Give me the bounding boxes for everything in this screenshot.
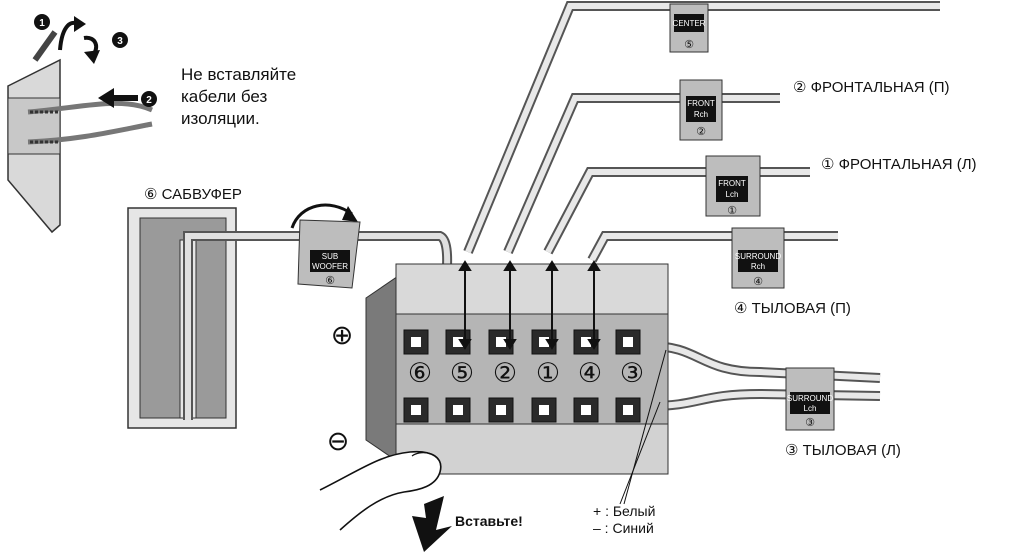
terminal-slots xyxy=(403,329,641,423)
svg-text:CENTER: CENTER xyxy=(673,19,706,28)
legend-minus: – : Синий xyxy=(593,520,654,536)
terminal-hole xyxy=(411,337,421,347)
terminal-label: ⑥ xyxy=(408,358,432,389)
cable-tag-subwoofer: SUB WOOFER ⑥ xyxy=(297,219,361,289)
cable-tag-front-left: FRONT Lch ① xyxy=(705,155,761,217)
cable-tag-front-right: FRONT Rch ② xyxy=(679,79,723,141)
insert-label: Вставьте! xyxy=(455,513,523,529)
svg-text:FRONT: FRONT xyxy=(718,179,746,188)
step-badge xyxy=(141,91,157,107)
terminal-label: ⑤ xyxy=(450,358,474,389)
wire-color-legend: + : Белый – : Синий xyxy=(593,503,655,537)
plus-polarity-symbol: ⊕ xyxy=(331,320,354,351)
cable-tag-surround-right: SURROUND Rch ④ xyxy=(731,227,785,289)
step-badge xyxy=(112,32,128,48)
terminal-hole xyxy=(496,337,506,347)
minus-polarity-symbol: ⊖ xyxy=(327,426,350,457)
svg-text:1: 1 xyxy=(39,18,45,29)
terminal-hole xyxy=(453,337,463,347)
rotate-arrow-icon xyxy=(290,203,353,229)
svg-text:①: ① xyxy=(727,204,737,217)
label-surround-right: ④ ТЫЛОВАЯ (П) xyxy=(734,300,851,317)
terminal-hole xyxy=(581,337,591,347)
svg-text:④: ④ xyxy=(753,275,763,288)
svg-text:Lch: Lch xyxy=(726,190,739,199)
svg-text:SURROUND: SURROUND xyxy=(735,252,781,261)
terminal-hole xyxy=(411,405,421,415)
insertion-inset: 1 2 3 xyxy=(7,14,157,234)
svg-text:Rch: Rch xyxy=(751,262,765,271)
step-badge xyxy=(34,14,50,30)
terminal-hole xyxy=(496,405,506,415)
label-surround-left: ③ ТЫЛОВАЯ (Л) xyxy=(785,442,901,459)
svg-text:⑥: ⑥ xyxy=(325,274,335,287)
label-subwoofer: ⑥ САБВУФЕР xyxy=(144,186,242,203)
terminal-hole xyxy=(453,405,463,415)
svg-text:SUB: SUB xyxy=(322,252,338,261)
terminal-hole xyxy=(539,337,549,347)
terminal-hole xyxy=(539,405,549,415)
terminal-hole xyxy=(623,337,633,347)
terminal-labels: ⑥ ⑤ ② ① ④ ③ xyxy=(408,358,644,389)
terminal-label: ④ xyxy=(578,358,602,389)
svg-text:FRONT: FRONT xyxy=(687,99,715,108)
cable-tag-center: CENTER ⑤ xyxy=(669,3,709,53)
down-arrow-icon xyxy=(412,496,452,552)
label-front-left: ① ФРОНТАЛЬНАЯ (Л) xyxy=(821,156,977,173)
terminal-label: ③ xyxy=(620,358,644,389)
svg-text:③: ③ xyxy=(805,416,815,429)
svg-text:Lch: Lch xyxy=(804,404,817,413)
hand-illustration xyxy=(319,450,442,531)
terminal-label: ② xyxy=(493,358,517,389)
svg-text:3: 3 xyxy=(117,36,123,47)
label-front-right: ② ФРОНТАЛЬНАЯ (П) xyxy=(793,79,950,96)
svg-text:WOOFER: WOOFER xyxy=(312,262,348,271)
legend-plus: + : Белый xyxy=(593,503,656,519)
svg-text:2: 2 xyxy=(146,95,152,106)
svg-text:Rch: Rch xyxy=(694,110,708,119)
svg-text:②: ② xyxy=(696,125,706,138)
terminal-label: ① xyxy=(536,358,560,389)
insulation-warning: Не вставляйте кабели без изоляции. xyxy=(181,65,297,128)
svg-text:SURROUND: SURROUND xyxy=(787,394,833,403)
insertion-arrows xyxy=(458,260,601,350)
cable-tag-surround-left: SURROUND Lch ③ xyxy=(785,367,835,431)
terminal-hole xyxy=(623,405,633,415)
terminal-hole xyxy=(581,405,591,415)
svg-text:⑤: ⑤ xyxy=(684,38,694,51)
